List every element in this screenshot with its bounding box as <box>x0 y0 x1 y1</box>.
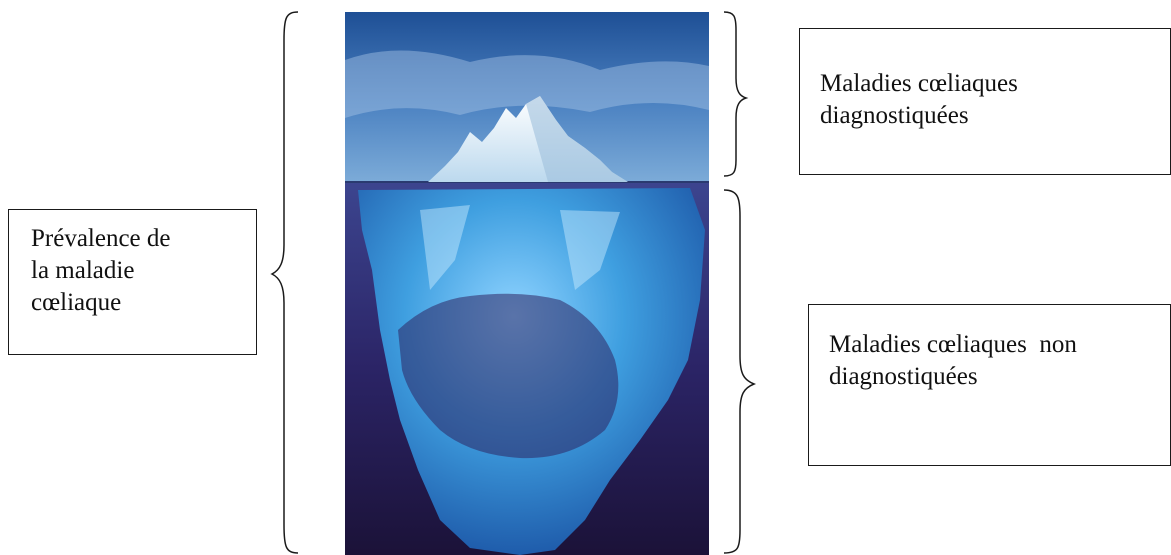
iceberg-image <box>345 12 709 555</box>
diagnosed-line-1: Maladies cœliaques <box>820 68 1170 100</box>
prevalence-line-2: la maladie <box>31 255 256 287</box>
bottom-right-brace <box>724 190 754 553</box>
top-right-brace <box>724 12 746 176</box>
prevalence-label-box: Prévalence de la maladie cœliaque <box>8 209 257 355</box>
undiagnosed-line-1: Maladies cœliaques non <box>829 329 1170 361</box>
prevalence-line-1: Prévalence de <box>31 223 256 255</box>
undiagnosed-label-box: Maladies cœliaques non diagnostiquées <box>808 304 1171 466</box>
undiagnosed-line-2: diagnostiquées <box>829 361 1170 393</box>
diagnosed-label-box: Maladies cœliaques diagnostiquées <box>799 28 1171 175</box>
left-brace <box>272 12 298 553</box>
diagnosed-line-2: diagnostiquées <box>820 100 1170 132</box>
prevalence-line-3: cœliaque <box>31 287 256 319</box>
